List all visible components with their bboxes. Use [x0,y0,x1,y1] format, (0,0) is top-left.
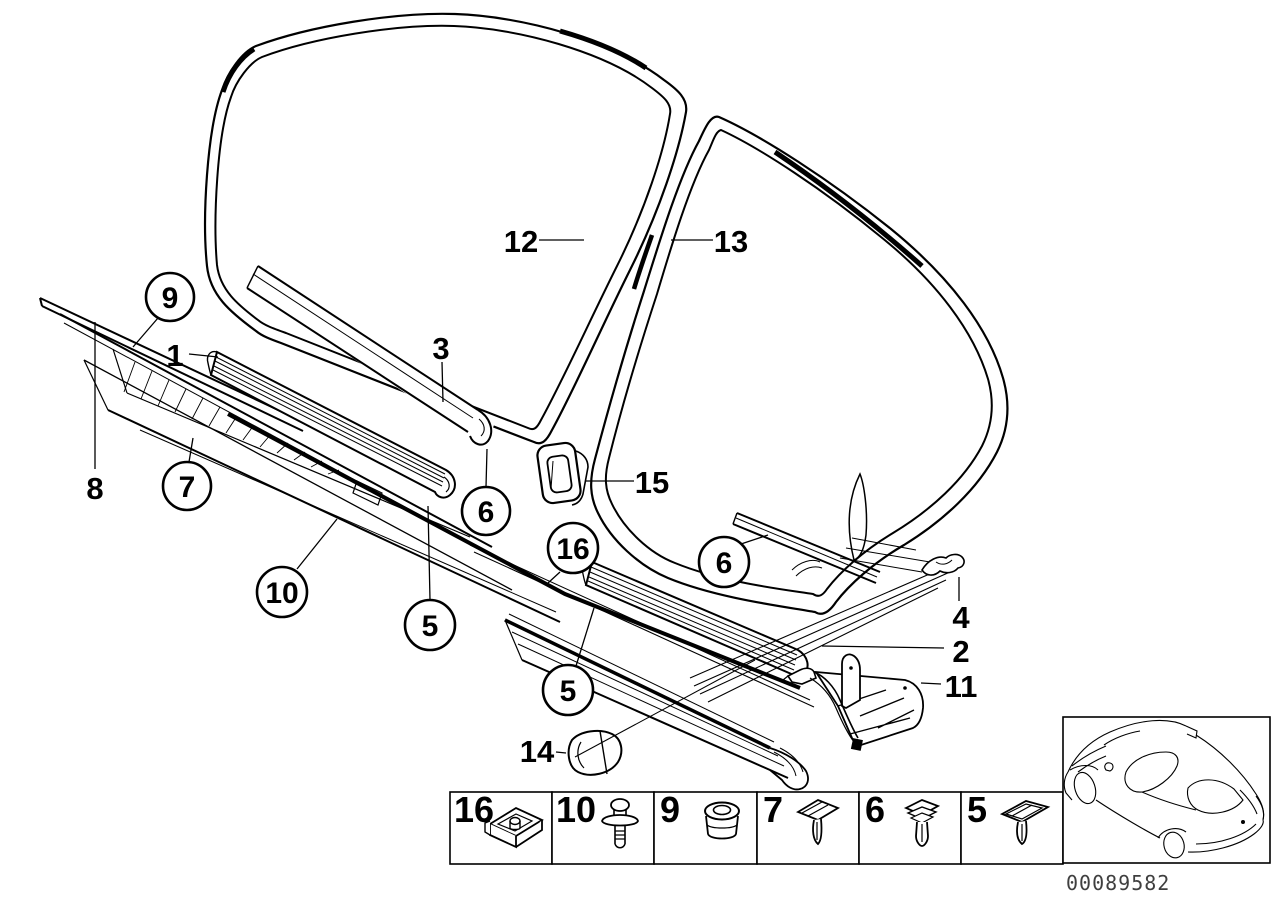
channel-piece-4 [921,553,965,576]
part-labels: 1 3 8 12 13 15 4 2 11 14 [86,224,977,769]
leader-lines [94,239,960,758]
legend-cell [960,791,1064,865]
seal-end-detail [848,472,868,561]
callout-9[interactable]: 9 [144,271,196,323]
callout-6-rear[interactable]: 6 [697,535,751,589]
legend-number[interactable]: 5 [967,789,987,830]
rear-ribbed-strip [581,560,809,678]
legend-cell [653,791,758,865]
car-thumbnail [1062,716,1271,864]
callout-5-front[interactable]: 5 [403,598,457,652]
legend-strip: 16 10 9 7 6 5 [449,789,1064,865]
rear-fan-band [689,537,951,703]
label-4[interactable]: 4 [952,600,970,635]
seal-thick-segment [631,234,655,290]
seal-thick-segment [559,28,648,71]
cover-cap-14 [567,729,623,776]
moulding-clip-icon [999,800,1051,846]
label-13[interactable]: 13 [714,224,748,259]
expanding-rivet-icon [601,798,639,849]
seal-thick-segment [220,46,256,93]
grommet-icon [704,801,740,840]
callout-number[interactable]: 7 [179,471,196,504]
clip-notch [352,480,383,506]
callout-7[interactable]: 7 [161,460,213,512]
label-3[interactable]: 3 [432,331,449,366]
car-thumbnail-frame [1062,716,1271,864]
rocker-molding-front [59,313,561,623]
label-2[interactable]: 2 [952,634,969,669]
snap-clip-icon [903,799,941,847]
legend-cell [551,791,655,865]
front-door-seal [204,12,688,445]
label-8[interactable]: 8 [86,471,103,506]
callout-number[interactable]: 6 [478,496,495,529]
legend-number[interactable]: 9 [660,789,680,830]
door-sill-strip-3 [246,265,494,446]
cage-clip-icon [484,806,544,849]
label-14[interactable]: 14 [520,734,555,769]
callout-6-front[interactable]: 6 [460,485,512,537]
trim-clip-icon [795,798,841,846]
entry-sill-strip-1 [206,350,456,499]
callout-number[interactable]: 5 [422,610,439,643]
label-15[interactable]: 15 [635,465,669,500]
legend-number[interactable]: 10 [556,789,596,830]
label-11[interactable]: 11 [945,669,978,704]
protection-rail [469,544,815,708]
callout-number[interactable]: 10 [265,577,298,610]
callout-number[interactable]: 5 [560,675,577,708]
callout-number[interactable]: 9 [162,282,179,315]
label-12[interactable]: 12 [504,224,538,259]
seal-thick-segment [773,149,924,268]
rear-door-seal [590,115,1009,615]
callout-5-rear[interactable]: 5 [541,663,595,717]
callout-number[interactable]: 16 [556,533,589,566]
callouts: 9 7 10 6 5 16 5 6 [144,271,751,717]
support-bracket-11 [781,653,924,751]
car-sketch [1063,719,1265,859]
hatch-lines [123,361,340,475]
rear-sill-strip-6 [732,512,881,584]
grommet-plate-15 [536,441,589,506]
callout-16[interactable]: 16 [546,521,600,575]
callout-10[interactable]: 10 [255,565,309,619]
drawing-number: 00089582 [1066,871,1170,895]
legend-number[interactable]: 6 [865,789,885,830]
callout-number[interactable]: 6 [716,547,733,580]
legend-number[interactable]: 7 [763,789,783,830]
label-1[interactable]: 1 [166,338,183,373]
legend-cell [756,791,860,865]
